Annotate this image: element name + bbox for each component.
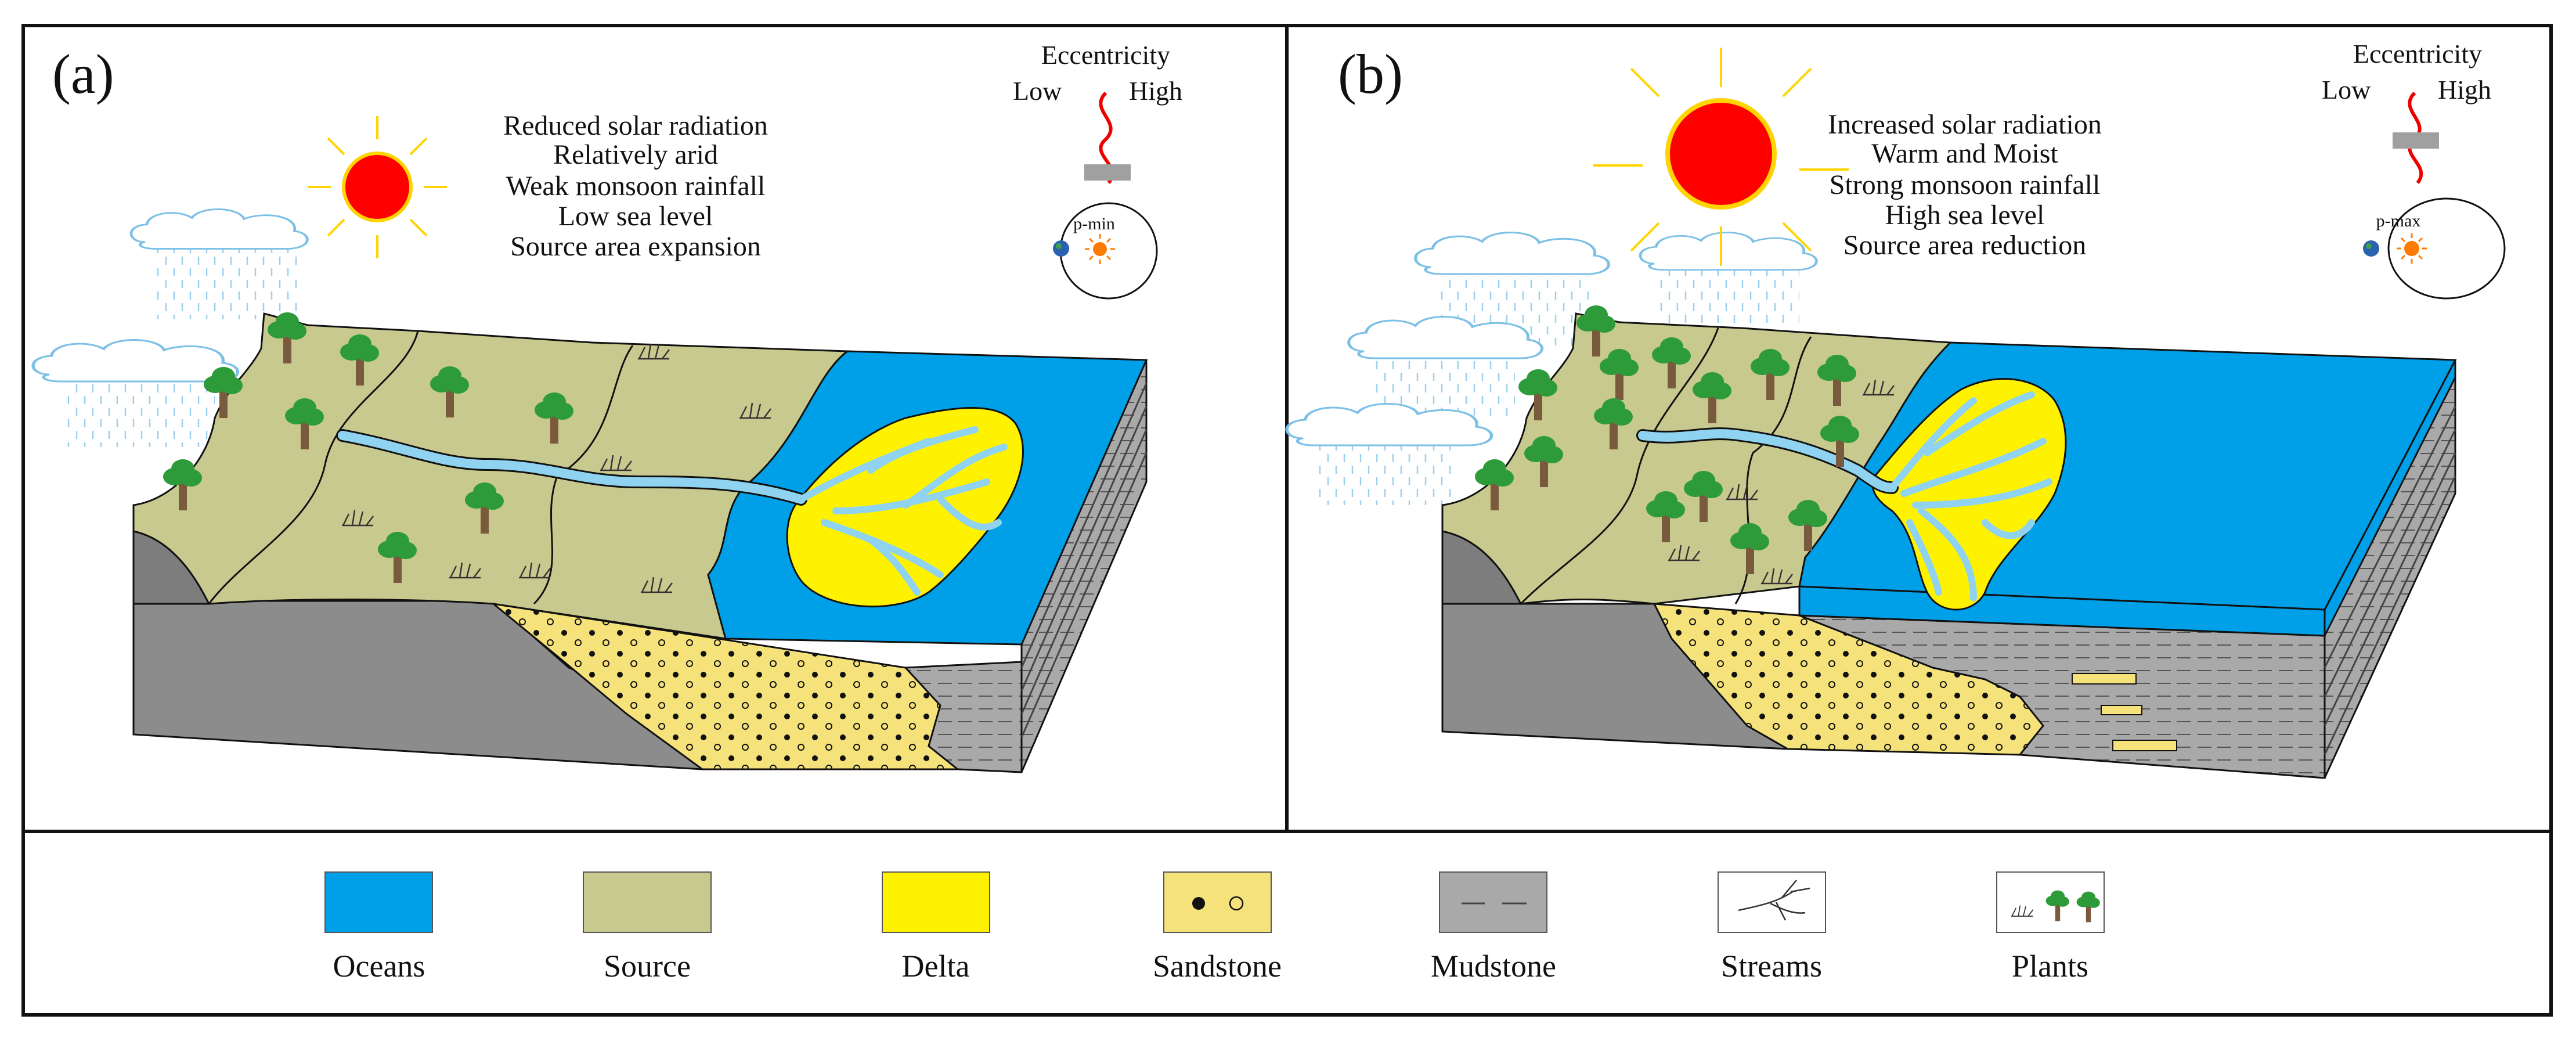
legend-label: Sandstone	[1153, 949, 1282, 984]
rain-cloud	[33, 340, 237, 447]
condition-text: Strong monsoon rainfall	[1830, 170, 2101, 200]
legend-label: Oceans	[333, 949, 425, 984]
legend-label: Plants	[2012, 949, 2088, 984]
sun-small	[308, 116, 447, 258]
rain-cloud	[1349, 316, 1542, 418]
sun-large	[1593, 48, 1849, 266]
eccentricity-title: Eccentricity	[2353, 39, 2482, 69]
earth-icon	[2363, 240, 2379, 257]
perihelion-label: p-max	[2376, 211, 2421, 230]
eccentricity-marker	[2393, 132, 2439, 149]
eccentricity-high: High	[2438, 75, 2491, 105]
legend-item-sandstone: Sandstone	[1153, 871, 1282, 984]
legend-label: Mudstone	[1431, 949, 1556, 984]
legend-item-streams: Streams	[1718, 871, 1826, 984]
condition-text: Low sea level	[558, 201, 713, 232]
legend-item-source: Source	[583, 871, 712, 984]
legend-item-mudstone: Mudstone	[1431, 871, 1556, 984]
stream	[336, 426, 1008, 596]
eccentricity-low: Low	[1013, 76, 1062, 106]
condition-text: Warm and Moist	[1871, 138, 2058, 169]
panel-label: (a)	[52, 43, 114, 105]
legend: Oceans Source Delta Sandstone Mudstone S…	[324, 871, 2105, 984]
condition-text: Source area reduction	[1843, 230, 2086, 261]
panel-b: (b) Increased solar radiation Warm and M…	[1287, 39, 2506, 779]
condition-text: Source area expansion	[510, 231, 761, 262]
conditions-list: Increased solar radiation Warm and Moist…	[1828, 109, 2102, 261]
condition-text: Increased solar radiation	[1828, 109, 2102, 140]
legend-label: Delta	[902, 949, 970, 984]
legend-label: Source	[604, 949, 691, 984]
condition-text: High sea level	[1885, 200, 2045, 230]
eccentricity-title: Eccentricity	[1041, 40, 1170, 70]
condition-text: Weak monsoon rainfall	[506, 171, 766, 201]
rain-cloud	[131, 209, 308, 319]
stream	[1636, 391, 2052, 601]
legend-item-oceans: Oceans	[324, 871, 433, 984]
condition-text: Relatively arid	[553, 139, 718, 170]
panel-a: (a) Reduced solar radiation Relatively a…	[33, 40, 1182, 773]
orbit-sun-icon	[2397, 233, 2427, 264]
legend-item-delta: Delta	[882, 871, 990, 984]
eccentricity-high: High	[1129, 76, 1182, 106]
orbit-sun-icon	[1085, 234, 1115, 264]
eccentricity-marker	[1084, 164, 1131, 181]
earth-icon	[1053, 240, 1069, 257]
rain-cloud	[1640, 232, 1817, 325]
eccentricity-low: Low	[2322, 75, 2371, 105]
perihelion-label: p-min	[1073, 214, 1115, 233]
orbit	[2387, 197, 2506, 300]
conditions-list: Reduced solar radiation Relatively arid …	[503, 110, 768, 262]
legend-label: Streams	[1721, 949, 1822, 984]
rain-cloud	[1287, 404, 1491, 505]
eccentricity-indicator: Eccentricity Low High p-min	[1013, 40, 1182, 300]
eccentricity-indicator: Eccentricity Low High p-max	[2322, 39, 2506, 300]
condition-text: Reduced solar radiation	[503, 110, 768, 141]
panel-label: (b)	[1338, 43, 1403, 105]
legend-item-plants: Plants	[1996, 871, 2105, 984]
